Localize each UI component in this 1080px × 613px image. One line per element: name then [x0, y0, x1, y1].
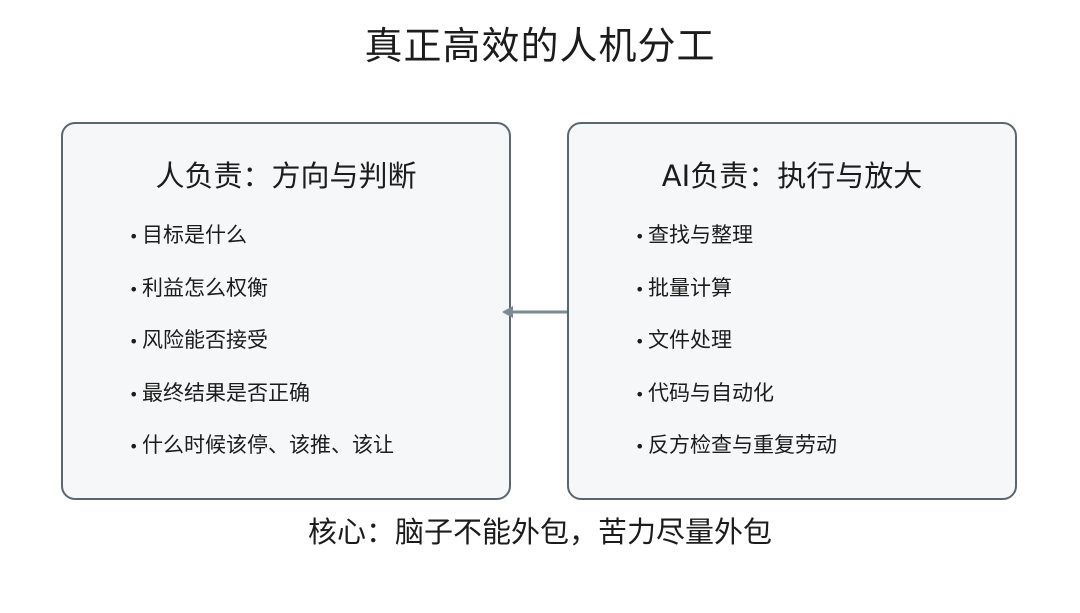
bullet-icon: • — [635, 279, 645, 299]
list-item-text: 什么时候该停、该推、该让 — [142, 433, 394, 457]
list-item-text: 最终结果是否正确 — [142, 380, 310, 405]
bullet-icon: • — [635, 227, 645, 246]
bullet-icon: • — [635, 437, 645, 456]
bullet-icon: • — [635, 384, 645, 404]
core-summary: 核心：脑子不能外包，苦力尽量外包 — [307, 515, 772, 549]
list-item: •利益怎么权衡 — [129, 273, 394, 326]
bullet-icon: • — [129, 279, 139, 299]
bullet-icon: • — [129, 384, 139, 404]
list-item: •代码与自动化 — [635, 378, 837, 431]
list-item-text: 查找与整理 — [648, 223, 753, 247]
bullet-icon: • — [129, 227, 139, 246]
human-heading: 人负责：方向与判断 — [155, 159, 417, 193]
list-item: •文件处理 — [635, 325, 837, 378]
list-item-text: 利益怎么权衡 — [142, 275, 268, 300]
list-item: •查找与整理 — [635, 220, 837, 273]
list-item-text: 风险能否接受 — [142, 328, 268, 352]
human-responsibility-box: 人负责：方向与判断 •目标是什么 •利益怎么权衡 •风险能否接受 •最终结果是否… — [61, 122, 511, 500]
list-item: •什么时候该停、该推、该让 — [129, 430, 394, 483]
list-item: •反方检查与重复劳动 — [635, 430, 837, 483]
ai-items-list: •查找与整理 •批量计算 •文件处理 •代码与自动化 •反方检查与重复劳动 — [635, 220, 837, 483]
list-item: •风险能否接受 — [129, 325, 394, 378]
list-item-text: 代码与自动化 — [648, 380, 774, 405]
human-items-list: •目标是什么 •利益怎么权衡 •风险能否接受 •最终结果是否正确 •什么时候该停… — [129, 220, 394, 483]
list-item-text: 批量计算 — [648, 275, 732, 300]
list-item-text: 反方检查与重复劳动 — [648, 433, 837, 457]
list-item-text: 文件处理 — [648, 328, 732, 352]
bullet-icon: • — [129, 332, 139, 351]
list-item: •目标是什么 — [129, 220, 394, 273]
ai-responsibility-box: AI负责：执行与放大 •查找与整理 •批量计算 •文件处理 •代码与自动化 •反… — [567, 122, 1017, 500]
ai-heading: AI负责：执行与放大 — [661, 159, 923, 193]
bullet-icon: • — [129, 437, 139, 456]
bullet-icon: • — [635, 332, 645, 351]
list-item: •批量计算 — [635, 273, 837, 326]
list-item-text: 目标是什么 — [142, 223, 247, 247]
list-item: •最终结果是否正确 — [129, 378, 394, 431]
diagram-title: 真正高效的人机分工 — [364, 24, 716, 68]
